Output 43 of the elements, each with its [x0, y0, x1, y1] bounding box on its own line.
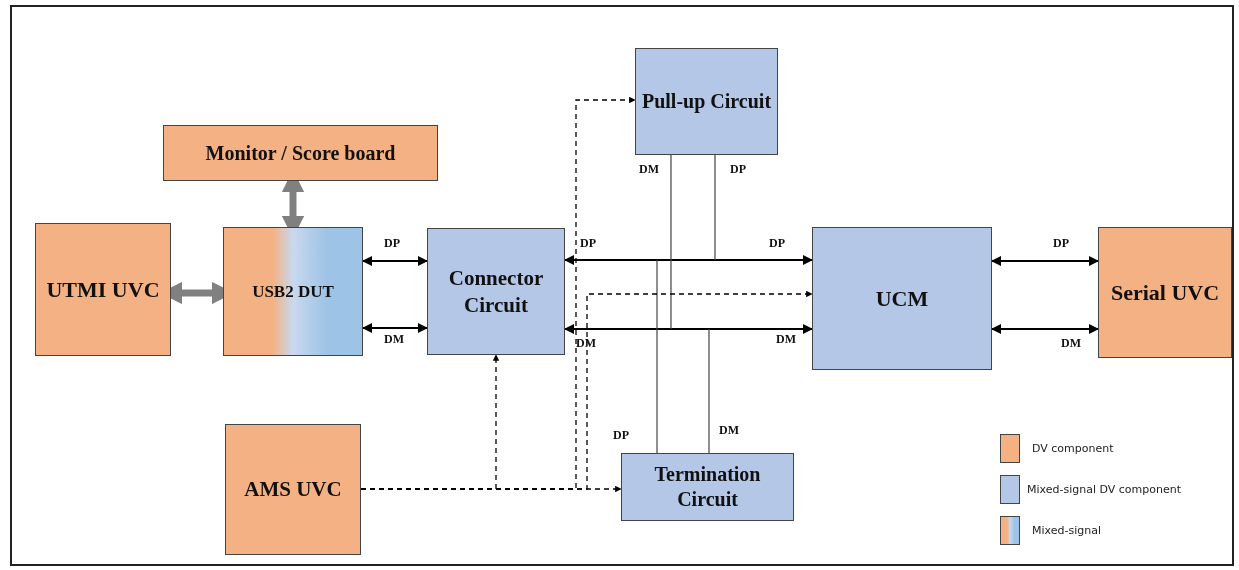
- signal-label: DM: [776, 332, 796, 347]
- edge-label: DM: [576, 336, 596, 351]
- edge-label: DM: [719, 423, 739, 438]
- component-label: Connector Circuit: [447, 265, 545, 318]
- signal-line: [656, 259, 658, 454]
- component-box: [635, 48, 778, 155]
- component-box: [1098, 227, 1232, 358]
- signal-line: [670, 154, 672, 330]
- component-label: Termination Circuit: [653, 462, 762, 512]
- component-box: [35, 223, 171, 356]
- signal-line: [714, 154, 716, 261]
- component-box: [163, 125, 438, 181]
- component-label: AMS UVC: [244, 476, 342, 503]
- component-box: [225, 424, 361, 555]
- component-box: [621, 453, 794, 521]
- edge-label: DP: [730, 162, 746, 177]
- component-label: UTMI UVC: [46, 275, 160, 304]
- arrow: [362, 323, 428, 333]
- edge-label: DP: [580, 236, 596, 251]
- arrow: [362, 256, 428, 266]
- component-label: Monitor / Score board: [205, 140, 396, 166]
- edge-label: DM: [384, 332, 404, 347]
- signal-label: DP: [769, 236, 785, 251]
- arrow: [564, 324, 813, 334]
- edge-label: DP: [613, 428, 629, 443]
- component-label: Pull-up Circuit: [641, 89, 772, 114]
- edge-label: DP: [384, 236, 400, 251]
- signal-line: [708, 328, 710, 454]
- edge-label: DM: [1061, 336, 1081, 351]
- component-box: [427, 228, 565, 355]
- legend-label: Mixed-signal: [1032, 524, 1101, 537]
- component-label: UCM: [875, 284, 929, 313]
- arrow: [991, 256, 1099, 266]
- arrow: [991, 324, 1099, 334]
- legend-label: DV component: [1032, 442, 1114, 455]
- legend-label: Mixed-signal DV component: [1027, 483, 1181, 496]
- edge-label: DM: [639, 162, 659, 177]
- edge-label: DP: [1053, 236, 1069, 251]
- arrow: [564, 255, 813, 265]
- component-label: USB2 DUT: [252, 280, 334, 303]
- component-label: Serial UVC: [1110, 278, 1220, 307]
- component-box: [812, 227, 992, 370]
- component-box: [223, 227, 363, 356]
